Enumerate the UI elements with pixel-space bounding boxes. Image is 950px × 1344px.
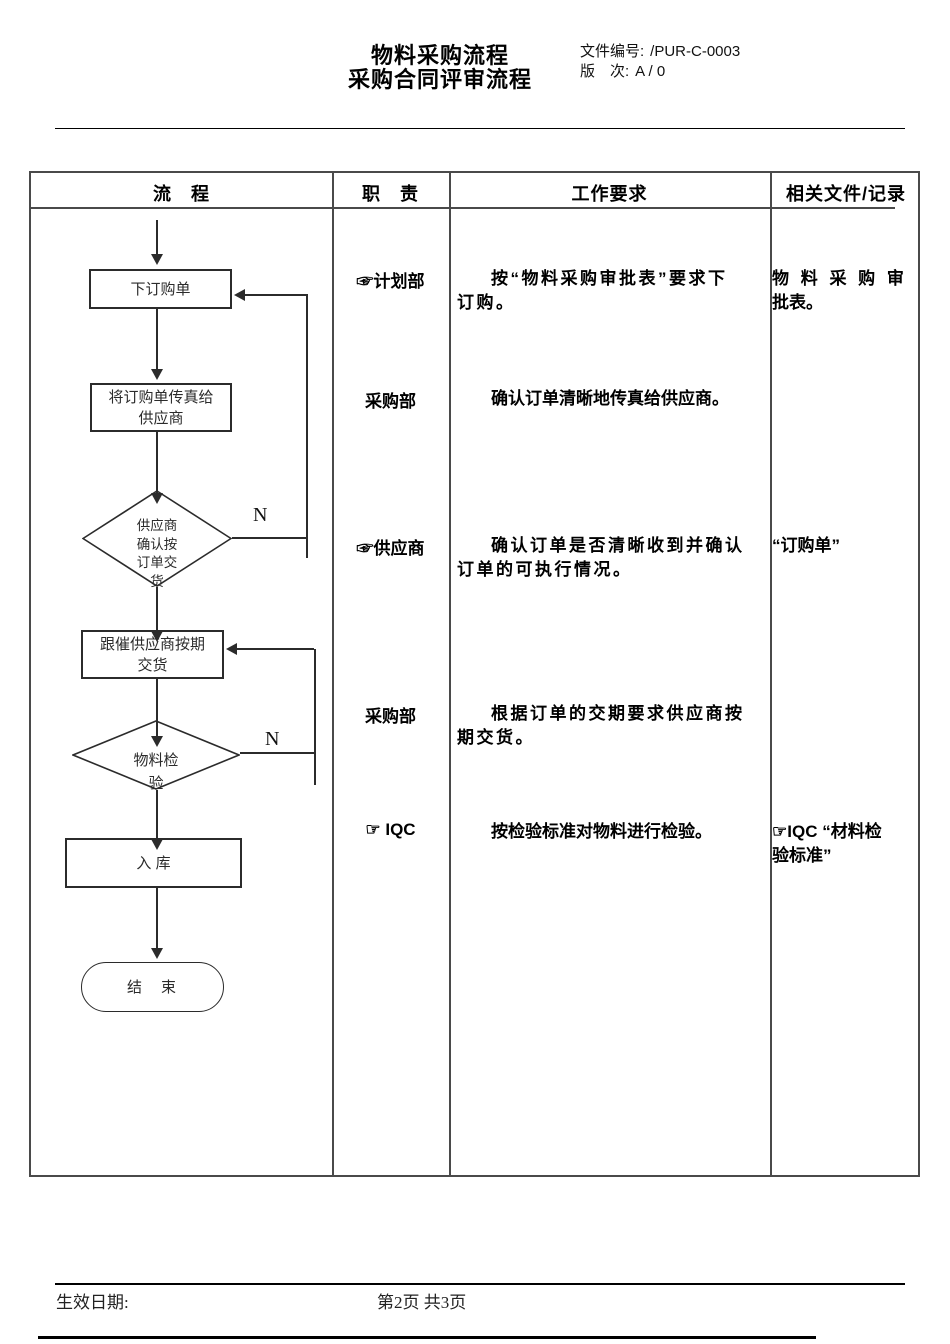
flow-connector (156, 888, 158, 948)
arrowhead-down-icon (151, 736, 163, 747)
reference-text: IQC “材料检 验标准” (772, 822, 882, 865)
requirement-cell: 确认订单清晰地传真给供应商。 (491, 389, 729, 408)
reference-cell: “订购单” (772, 534, 922, 558)
feedback-line (243, 294, 308, 296)
title-line-2: 采购合同评审流程 (347, 67, 532, 92)
flow-box-label: 下订购单 (130, 280, 191, 298)
flow-connector (156, 309, 158, 369)
reference-cell: 物 料 采 购 审 批表。 (772, 267, 922, 315)
duty-cell-purchasing-dept-2: 采购部 (332, 702, 449, 727)
flow-end-terminator: 结 束 (81, 962, 224, 1012)
pointing-hand-icon: ☞ (772, 822, 788, 841)
duty-label: 供应商 (373, 539, 425, 558)
decision-no-label: N (265, 728, 280, 750)
arrowhead-down-icon (151, 493, 163, 504)
arrowhead-down-icon (151, 369, 163, 380)
column-divider-2 (449, 173, 451, 1175)
reference-text: “订购单” (772, 536, 840, 555)
column-divider-1 (332, 173, 334, 1175)
version-value: A / 0 (635, 63, 666, 80)
footer-divider (55, 1283, 905, 1285)
feedback-line (306, 294, 308, 558)
version-label: 版 次: (580, 63, 630, 80)
pointing-hand-icon: ☞ (356, 272, 374, 291)
flow-box-fax-order: 将订购单传真给 供应商 (90, 383, 232, 432)
flow-box-label: 跟催供应商按期 交货 (99, 635, 205, 674)
flow-box-place-order: 下订购单 (89, 269, 232, 309)
page-number: 第2页 共3页 (377, 1293, 467, 1312)
arrowhead-left-icon (226, 643, 237, 655)
flow-decision-material-inspection (72, 720, 240, 790)
flow-connector (156, 679, 158, 736)
effective-date-label: 生效日期: (56, 1293, 129, 1312)
feedback-line (240, 752, 316, 754)
arrowhead-down-icon (151, 631, 163, 642)
pointing-hand-icon: ☞ (365, 820, 381, 839)
duty-label: 采购部 (365, 707, 416, 726)
column-header-duty: 职 责 (362, 184, 419, 204)
requirement-cell: 根据订单的交期要求供应商按 期交货。 (457, 704, 745, 747)
feedback-line (235, 648, 314, 650)
flow-box-label: 将订购单传真给 供应商 (108, 388, 214, 427)
flow-box-label: 入 库 (136, 854, 171, 872)
column-divider-3 (770, 173, 772, 1175)
duty-cell-planning-dept: ☞计划部 (332, 267, 449, 292)
requirement-cell: 按检验标准对物料进行检验。 (491, 822, 712, 841)
flow-connector (156, 432, 158, 493)
reference-cell: ☞IQC “材料检 验标准” (772, 820, 922, 868)
process-table: 流 程 职 责 工作要求 相关文件/记录 下订购单 将订购单传真给 供应商 供应… (29, 171, 920, 1177)
feedback-line (232, 537, 308, 539)
feedback-line (314, 649, 316, 785)
reference-text: 物 料 采 购 审 批表。 (772, 269, 904, 312)
duty-label: 采购部 (365, 392, 416, 411)
flow-connector (156, 790, 158, 839)
arrowhead-left-icon (234, 289, 245, 301)
duty-cell-supplier: ☞供应商 (332, 534, 449, 559)
document-meta: 文件编号: /PUR-C-0003 版 次: A / 0 (580, 42, 740, 82)
flow-decision-label: 物料检 验 (133, 752, 179, 792)
flow-decision-supplier-confirm (82, 490, 232, 587)
decision-no-label: N (253, 504, 268, 526)
bottom-border-line (38, 1336, 816, 1339)
flow-start-line (156, 220, 158, 259)
doc-number-label: 文件编号: (580, 43, 645, 60)
header-divider (55, 128, 905, 129)
column-header-process: 流 程 (153, 184, 210, 204)
version-row: 版 次: A / 0 (580, 62, 740, 82)
document-title: 物料采购流程 采购合同评审流程 (270, 44, 610, 92)
flow-decision-label: 供应商 确认按 订单交 货 (136, 518, 178, 589)
column-header-requirement: 工作要求 (571, 184, 648, 204)
doc-number-value: /PUR-C-0003 (650, 43, 741, 60)
duty-label: 计划部 (373, 272, 425, 291)
column-header-reference: 相关文件/记录 (785, 184, 906, 204)
duty-cell-iqc: ☞ IQC (332, 820, 449, 840)
pointing-hand-icon: ☞ (356, 539, 374, 558)
duty-label: IQC (380, 820, 416, 839)
title-line-1: 物料采购流程 (370, 43, 509, 68)
arrowhead-down-icon (151, 839, 163, 850)
arrowhead-down-icon (151, 254, 163, 265)
flow-connector (156, 587, 158, 632)
flow-end-label: 结 束 (126, 978, 178, 996)
requirement-cell: 确认订单是否清晰收到并确认 订单的可执行情况。 (457, 536, 745, 579)
requirement-cell: 按“物料采购审批表”要求下 订购。 (457, 269, 728, 312)
header-row-divider (31, 207, 895, 209)
doc-number-row: 文件编号: /PUR-C-0003 (580, 42, 740, 62)
arrowhead-down-icon (151, 948, 163, 959)
duty-cell-purchasing-dept: 采购部 (332, 387, 449, 412)
